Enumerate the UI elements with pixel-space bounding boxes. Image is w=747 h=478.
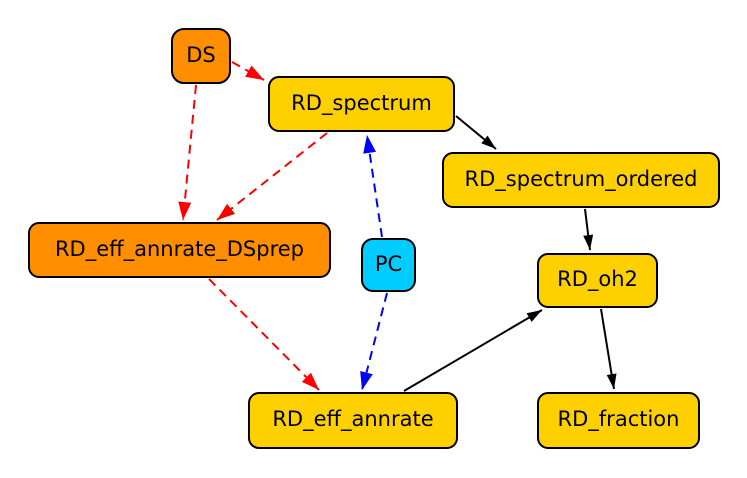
node-label-RD_spectrum_ordered: RD_spectrum_ordered [464,166,698,191]
edge-PC-to-RD_spectrum [363,134,383,238]
edge-RD_spectrum_ordered-to-RD_oh2 [583,208,594,251]
node-label-DS: DS [186,42,216,67]
edge-RD_oh2-to-RD_fraction [600,308,617,390]
edge-RD_spectrum-to-RD_spectrum_ordered [455,115,497,150]
node-label-RD_eff_annrate_DSprep: RD_eff_annrate_DSprep [54,236,305,261]
node-RD_fraction: RD_fraction [537,392,700,449]
edge-DS-to-RD_eff_annrate_DSprep [178,84,197,221]
node-RD_spectrum_ordered: RD_spectrum_ordered [442,152,720,208]
edge-RD_eff_annrate_DSprep-to-RD_eff_annrate [208,278,320,391]
node-label-PC: PC [374,251,403,276]
node-label-RD_eff_annrate: RD_eff_annrate [272,407,434,431]
edge-PC-to-RD_eff_annrate [360,292,388,391]
node-DS: DS [171,28,231,84]
node-PC: PC [361,238,416,292]
node-RD_eff_annrate: RD_eff_annrate [248,392,458,449]
node-RD_eff_annrate_DSprep: RD_eff_annrate_DSprep [28,222,331,278]
node-label-RD_fraction: RD_fraction [557,407,680,431]
node-label-RD_spectrum: RD_spectrum [291,90,432,115]
node-RD_spectrum: RD_spectrum [268,76,455,132]
edge-RD_eff_annrate-to-RD_oh2 [403,309,543,392]
node-label-RD_oh2: RD_oh2 [557,267,638,291]
edge-DS-to-RD_spectrum [231,61,265,81]
node-RD_oh2: RD_oh2 [537,253,658,308]
edge-RD_spectrum-to-RD_eff_annrate_DSprep [216,132,328,221]
